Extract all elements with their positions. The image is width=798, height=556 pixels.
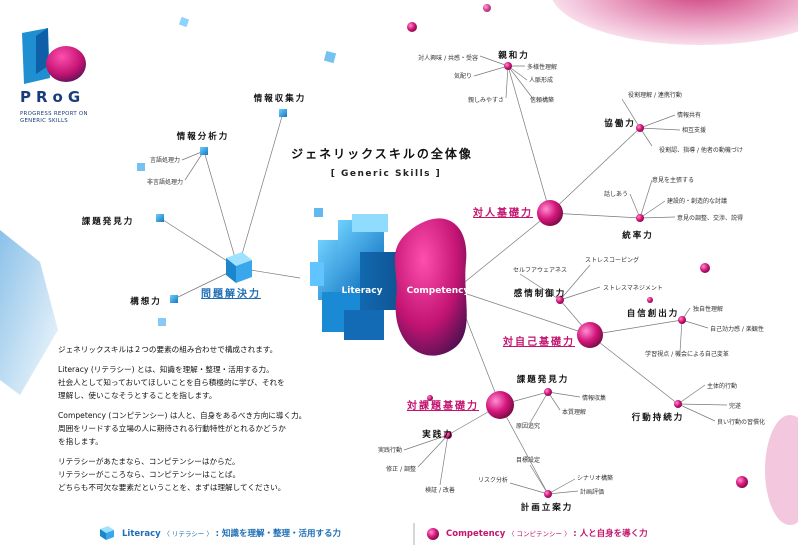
brand-subtitle: PROGRESS REPORT ON GENERIC SKILLS — [20, 111, 88, 125]
bg-blue-cube — [178, 16, 190, 28]
group-label: 統率力 — [622, 230, 654, 241]
bg-blue-cube — [158, 318, 166, 326]
hub-label-interpersonal: 対人基礎力 — [472, 206, 533, 219]
item-label: 完遂 — [729, 402, 741, 410]
item-label: 実践行動 — [378, 446, 402, 454]
group-label: 情報分析力 — [176, 131, 230, 142]
item-label: 主体的行動 — [707, 382, 737, 390]
bg-blue-cube-left — [0, 230, 58, 395]
item-label: 情報収集 — [582, 394, 606, 402]
competency-center-label: Competency — [407, 286, 470, 296]
literacy-center-label: Literacy — [342, 286, 383, 296]
item-label: 役割認、指導 / 他者の動機づけ — [659, 146, 743, 154]
diagram-title: ジェネリックスキルの全体像 — [291, 146, 473, 161]
legend-literacy: Literacy 〈 リテラシー 〉 : 知識を理解・整理・活用する力 — [122, 527, 341, 539]
bg-pink-dot — [427, 395, 433, 401]
competency-blob — [394, 218, 467, 356]
bg-blue-cube — [323, 50, 337, 64]
group-label: 自信創出力 — [627, 308, 680, 319]
item-label: 原因追究 — [516, 422, 540, 430]
item-label: 修正 / 調整 — [386, 465, 416, 473]
item-label: 計画評価 — [580, 488, 604, 496]
bg-pink-dot — [647, 297, 653, 303]
legend-literacy-desc: : 知識を理解・整理・活用する力 — [215, 529, 341, 539]
item-label: ストレスコーピング — [585, 256, 639, 264]
item-label: 言語処理力 — [150, 156, 180, 164]
group-label: 行動持続力 — [631, 412, 685, 423]
item-label: 学習視点 / 機会による自己変革 — [645, 350, 729, 358]
group-label: 親和力 — [498, 50, 530, 61]
group-label: 協働力 — [604, 118, 636, 129]
item-label: 検証 / 改善 — [425, 486, 455, 494]
group-label: 課題発見力 — [82, 216, 135, 227]
item-label: 情報共有 — [677, 111, 701, 119]
group-label: 構想力 — [130, 296, 162, 307]
brand-subtitle-line: PROGRESS REPORT ON — [20, 111, 88, 117]
item-label: 話しあう — [604, 190, 628, 198]
item-label: 親しみやすさ — [468, 96, 504, 104]
bg-pink-dot — [483, 4, 491, 12]
brand-subtitle-line: GENERIC SKILLS — [20, 118, 69, 124]
legend-competency-desc: : 人と自身を導く力 — [573, 529, 648, 539]
node-dots — [156, 62, 686, 498]
item-label: 自己効力感 / 楽観性 — [710, 325, 764, 333]
item-label: 独自性理解 — [693, 305, 723, 313]
hub-label-task: 対課題基礎力 — [406, 399, 479, 412]
hub-label-problem-solving: 問題解決力 — [201, 287, 261, 300]
legend-competency-name: Competency — [446, 529, 506, 539]
legend-literacy-name: Literacy — [122, 529, 161, 539]
item-label: 意見を主張する — [652, 176, 694, 184]
item-label: ストレスマネジメント — [603, 285, 663, 292]
description-text: ジェネリックスキルは２つの要素の組み合わせで構成されます。 Literacy (… — [58, 343, 358, 501]
item-label: 気配り — [454, 72, 472, 80]
bg-pink-blob-bottom-right — [765, 415, 798, 525]
item-label: 対人興味 / 共感・受容 — [418, 54, 478, 62]
legend-literacy-kana: 〈 リテラシー 〉 — [163, 530, 213, 538]
legend-competency: Competency 〈 コンピテンシー 〉 : 人と自身を導く力 — [446, 527, 648, 539]
interpersonal-hub-sphere — [537, 200, 563, 226]
task-hub-sphere — [486, 391, 514, 419]
bg-pink-dot — [407, 22, 417, 32]
description-literacy: Literacy (リテラシー) とは、知識を理解・整理・活用する力。 社会人と… — [58, 365, 285, 400]
item-label: 建設的・創造的な討議 — [667, 197, 727, 205]
group-label: 実践力 — [422, 429, 454, 440]
description-intro: ジェネリックスキルは２つの要素の組み合わせで構成されます。 — [58, 345, 278, 354]
prog-logo — [22, 28, 86, 84]
literacy-cube-cluster — [310, 214, 410, 340]
item-label: シナリオ構築 — [577, 474, 613, 482]
item-label: 非言語処理力 — [147, 178, 183, 186]
group-label: 感情制御力 — [514, 288, 567, 299]
legend-competency-icon — [427, 528, 439, 540]
hub-label-self: 対自己基礎力 — [502, 335, 575, 348]
item-label: 目標設定 — [516, 456, 540, 464]
item-label: 信頼構築 — [530, 96, 554, 104]
description-analogy: リテラシーがあたまなら、コンピテンシーはからだ。 リテラシーがこころなら、コンピ… — [58, 457, 286, 492]
group-label: 課題発見力 — [517, 374, 570, 385]
item-label: 意見の調整、交渉、説得 — [677, 214, 743, 222]
item-label: リスク分析 — [478, 476, 508, 484]
item-label: 良い行動の習慣化 — [717, 418, 765, 426]
diagram-subtitle: [ Generic Skills ] — [331, 169, 442, 179]
item-label: 多様性理解 — [527, 63, 557, 71]
item-label: セルフアウェアネス — [513, 266, 567, 274]
bg-pink-dot — [700, 263, 710, 273]
problem-solving-hub-cube — [226, 252, 252, 283]
bg-pink-dot — [736, 476, 748, 488]
group-label: 計画立案力 — [521, 502, 574, 513]
legend-competency-kana: 〈 コンピテンシー 〉 — [507, 530, 571, 538]
bg-blue-cube — [137, 163, 145, 171]
item-label: 本質理解 — [562, 408, 586, 416]
item-label: 人脈形成 — [529, 76, 553, 84]
item-label: 相互支援 — [682, 126, 706, 134]
group-label: 情報収集力 — [253, 93, 307, 104]
self-hub-sphere — [577, 322, 603, 348]
bg-pink-blob-top-right — [552, 0, 798, 45]
bg-blue-cube — [314, 208, 323, 217]
item-label: 役割理解 / 連携行動 — [628, 91, 682, 99]
description-competency: Competency (コンピテンシー) は人と、自身をあるべき方向に導く力。 … — [58, 411, 307, 446]
legend-literacy-icon — [100, 526, 114, 540]
brand-title: PRoG — [20, 88, 86, 106]
